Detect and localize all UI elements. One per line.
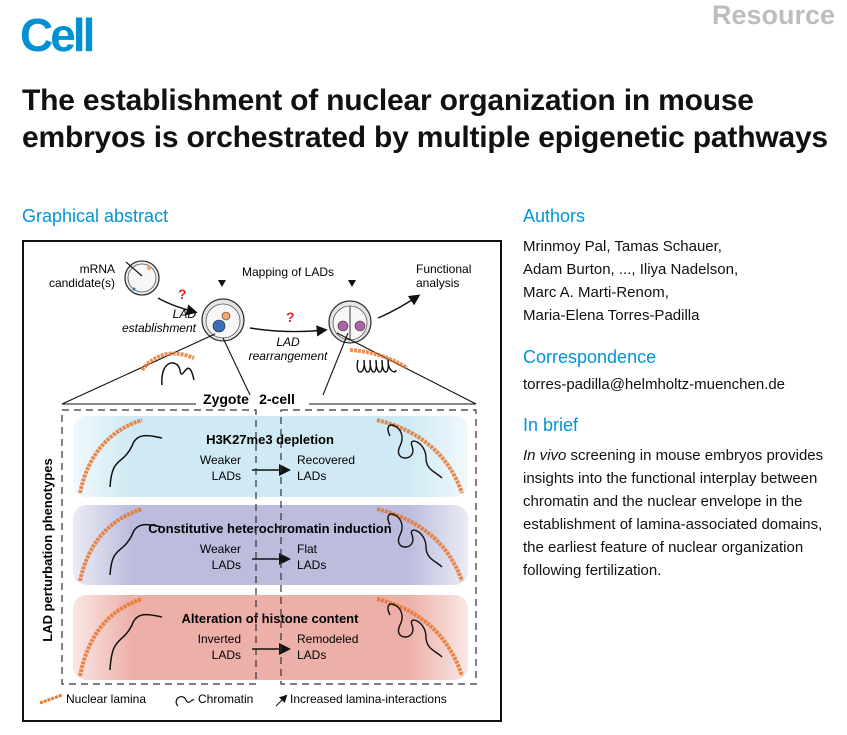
authors-heading: Authors [523,206,586,226]
in-brief-text: In vivo screening in mouse embryos provi… [523,444,843,582]
chromatin-two-cell [387,603,443,658]
zygote-phenotype: LADs [212,648,241,662]
mapping-label: Mapping of LADs [242,265,334,279]
triangle-marker [218,280,226,287]
two-cell-dashed-box [280,409,477,685]
interaction-legend-icon [275,694,288,707]
chromatin-zygote [109,434,163,488]
band-fade [73,595,468,680]
chromatin-legend-icon [175,696,195,707]
zygote-phenotype: LADs [212,469,241,483]
in-brief-body: screening in mouse embryos provides insi… [523,447,824,579]
lamina-zygote [78,418,143,494]
two-cell-phenotype: LADs [297,558,326,572]
lamina-2cell [349,348,409,370]
author-line: Maria-Elena Torres-Padilla [523,307,700,324]
chromatin-zygote [109,613,163,671]
article-type: Resource [711,0,835,30]
band-fade [73,505,468,585]
chromatin-2cell [356,359,397,373]
arrow-establishment [157,297,198,316]
correspondence-heading: Correspondence [523,347,657,367]
graphical-abstract-heading: Graphical abstract [22,206,169,226]
arrow-rearrangement [249,325,328,337]
side-label: LAD perturbation phenotypes [40,458,55,641]
phenotype-band: Constitutive heterochromatin inductionWe… [73,505,468,585]
mrna-label: mRNA [80,262,115,276]
article-title: The establishment of nuclear organizatio… [22,84,828,154]
two-cell-phenotype: LADs [297,469,326,483]
phenotype-band: Alteration of histone contentInvertedLAD… [73,595,468,680]
band-title: H3K27me3 depletion [206,432,334,447]
zygote-label: Zygote [203,391,249,407]
triangle-marker [348,280,356,287]
legend-lamina: Nuclear lamina [66,692,146,706]
lamina-zygote [78,597,143,677]
arrow-functional [377,294,421,319]
band-title: Constitutive heterochromatin induction [148,521,391,536]
lamina-zygote [78,507,143,582]
two-cell-phenotype: Recovered [297,453,355,467]
chromatin-two-cell [387,424,443,479]
band-fade [73,416,468,497]
lamina-two-cell [376,507,464,582]
two-cell-phenotype: Remodeled [297,632,358,646]
author-line: Marc A. Marti-Renom, [523,284,669,301]
lad-rearrangement-label-2: rearrangement [249,349,328,363]
question-mark-2: ? [286,309,295,325]
journal-logo: Cell [20,9,95,61]
lamina-two-cell [376,597,464,677]
lad-establishment-label-2: establishment [122,321,197,335]
band-title: Alteration of histone content [182,611,360,626]
two-cell-label: 2-cell [259,391,295,407]
functional-label: Functional [416,262,471,276]
chromatin-zygote [161,362,195,386]
author-line: Adam Burton, ..., Iliya Nadelson, [523,261,739,278]
lamina-zygote [140,351,195,372]
author-line: Mrinmoy Pal, Tamas Schauer, [523,238,722,255]
zygote-phenotype: Weaker [200,542,241,556]
zygote-dashed-box [61,409,257,685]
zygote-phenotype: LADs [212,558,241,572]
sidebar-info: Authors Mrinmoy Pal, Tamas Schauer, Adam… [523,206,843,582]
mrna-label-2: candidate(s) [49,276,115,290]
lamina-two-cell [376,418,464,494]
zygote-icon [201,298,245,342]
chromatin-zygote [109,523,163,576]
two-cell-embryo-icon [328,300,372,344]
lad-rearrangement-label: LAD [276,335,300,349]
legend-chromatin: Chromatin [198,692,253,706]
graphical-abstract-figure: mRNA candidate(s) ? LAD establishment Ma… [22,240,502,722]
lad-establishment-label: LAD [173,307,197,321]
in-brief-heading: In brief [523,415,579,435]
question-mark-1: ? [178,286,187,302]
authors-list: Mrinmoy Pal, Tamas Schauer, Adam Burton,… [523,235,843,327]
oocyte-injection-icon [124,260,160,296]
correspondence-email[interactable]: torres-padilla@helmholtz-muenchen.de [523,376,786,393]
in-brief-italic: In vivo [523,447,567,464]
chromatin-two-cell [387,513,443,568]
legend-interactions: Increased lamina-interactions [290,692,447,706]
zygote-phenotype: Inverted [198,632,241,646]
two-cell-phenotype: LADs [297,648,326,662]
functional-label-2: analysis [416,276,459,290]
two-cell-phenotype: Flat [297,542,318,556]
zygote-phenotype: Weaker [200,453,241,467]
